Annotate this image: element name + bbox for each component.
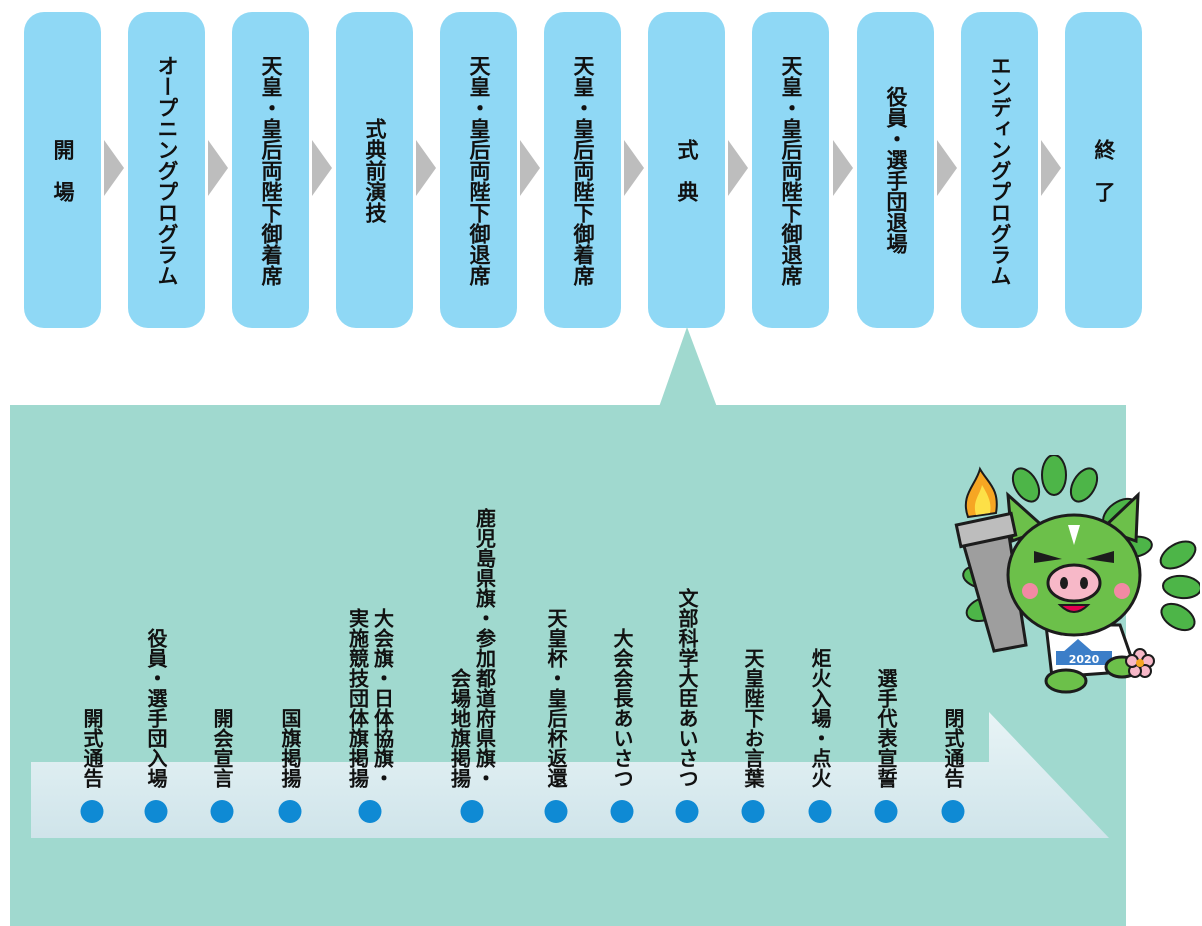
ceremony-event: 大会会長あいさつ: [610, 628, 634, 788]
ceremony-event-label: 役員・選手団入場: [144, 628, 168, 788]
flow-step-label: 天皇・皇后両陛下御退席: [467, 54, 491, 286]
timeline-dot: [460, 800, 484, 823]
ceremony-event: 国旗掲揚: [278, 708, 302, 788]
chevron-right-icon: [104, 140, 124, 196]
flow-step-label: 式典前演技: [363, 117, 387, 223]
flow-step-label: 天皇・皇后両陛下御退席: [779, 54, 803, 286]
timeline-dot: [874, 800, 898, 823]
ceremony-event-label: 大会旗・日体協旗・: [370, 608, 395, 788]
timeline-dot: [544, 800, 568, 823]
ceremony-event: 天皇陛下お言葉: [741, 648, 765, 788]
ceremony-event-label: 天皇陛下お言葉: [741, 648, 765, 788]
timeline-dot: [80, 800, 104, 823]
chevron-right-icon: [1041, 140, 1061, 196]
timeline-dot: [741, 800, 765, 823]
ceremony-event-label: 天皇杯・皇后杯返還: [544, 608, 568, 788]
ceremony-event: 選手代表宣誓: [874, 668, 898, 788]
mascot-illustration: 2020: [954, 455, 1200, 694]
chevron-right-icon: [312, 140, 332, 196]
timeline-dot: [675, 800, 699, 823]
flow-step-label: 天皇・皇后両陛下御着席: [571, 54, 595, 286]
ceremony-event: 炬火入場・点火: [808, 648, 832, 788]
flow-step-label: 式 典: [675, 138, 699, 202]
chevron-right-icon: [208, 140, 228, 196]
callout-pointer: [659, 327, 717, 407]
mascot-shirt-text: 2020: [1069, 653, 1100, 666]
ceremony-event-label: 実施競技団体旗掲揚: [345, 608, 370, 788]
ceremony-event-label: 開会宣言: [210, 708, 234, 788]
flow-step: 天皇・皇后両陛下御退席: [440, 12, 517, 328]
flow-step-label: 開 場: [51, 138, 75, 202]
timeline-dot: [941, 800, 965, 823]
flow-step: 役員・選手団退場: [857, 12, 934, 328]
ceremony-event: 天皇杯・皇后杯返還: [544, 608, 568, 788]
chevron-right-icon: [728, 140, 748, 196]
flow-step-label: オープニングプログラム: [155, 54, 179, 286]
ceremony-event: 文部科学大臣あいさつ: [675, 588, 699, 788]
ceremony-event-label: 鹿児島県旗・参加都道府県旗・: [472, 508, 497, 788]
flow-step: 天皇・皇后両陛下御着席: [232, 12, 309, 328]
flow-step: 天皇・皇后両陛下御着席: [544, 12, 621, 328]
timeline-dot: [144, 800, 168, 823]
flow-step-label: 天皇・皇后両陛下御着席: [259, 54, 283, 286]
ceremony-event: 開式通告: [80, 708, 104, 788]
chevron-right-icon: [520, 140, 540, 196]
ceremony-event-label: 国旗掲揚: [278, 708, 302, 788]
ceremony-event-label: 選手代表宣誓: [874, 668, 898, 788]
ceremony-event-label: 大会会長あいさつ: [610, 628, 634, 788]
ceremony-event: 開会宣言: [210, 708, 234, 788]
flow-step-label: 役員・選手団退場: [884, 86, 908, 254]
chevron-right-icon: [937, 140, 957, 196]
flow-step: 式 典: [648, 12, 725, 328]
flow-step: オープニングプログラム: [128, 12, 205, 328]
ceremony-event: 閉式通告: [941, 708, 965, 788]
ceremony-event-label: 閉式通告: [941, 708, 965, 788]
ceremony-detail-panel: [10, 405, 1126, 926]
timeline-dot: [610, 800, 634, 823]
ceremony-event-label: 開式通告: [80, 708, 104, 788]
flow-step-label: 終 了: [1092, 138, 1116, 202]
ceremony-event-label: 会場地旗掲揚: [447, 668, 472, 788]
flow-step: 天皇・皇后両陛下御退席: [752, 12, 829, 328]
ceremony-event-label: 炬火入場・点火: [808, 648, 832, 788]
flow-step-label: エンディングプログラム: [988, 54, 1012, 286]
ceremony-event: 大会旗・日体協旗・実施競技団体旗掲揚: [345, 608, 395, 788]
ceremony-event-label: 文部科学大臣あいさつ: [675, 588, 699, 788]
flow-step: 終 了: [1065, 12, 1142, 328]
flow-step: 式典前演技: [336, 12, 413, 328]
ceremony-event: 鹿児島県旗・参加都道府県旗・会場地旗掲揚: [447, 508, 497, 788]
chevron-right-icon: [416, 140, 436, 196]
timeline-dot: [278, 800, 302, 823]
flow-step: エンディングプログラム: [961, 12, 1038, 328]
chevron-right-icon: [832, 140, 853, 196]
flow-step: 開 場: [24, 12, 101, 328]
timeline-dot: [358, 800, 382, 823]
chevron-right-icon: [624, 140, 644, 196]
timeline-dot: [808, 800, 832, 823]
timeline-dot: [210, 800, 234, 823]
ceremony-event: 役員・選手団入場: [144, 628, 168, 788]
